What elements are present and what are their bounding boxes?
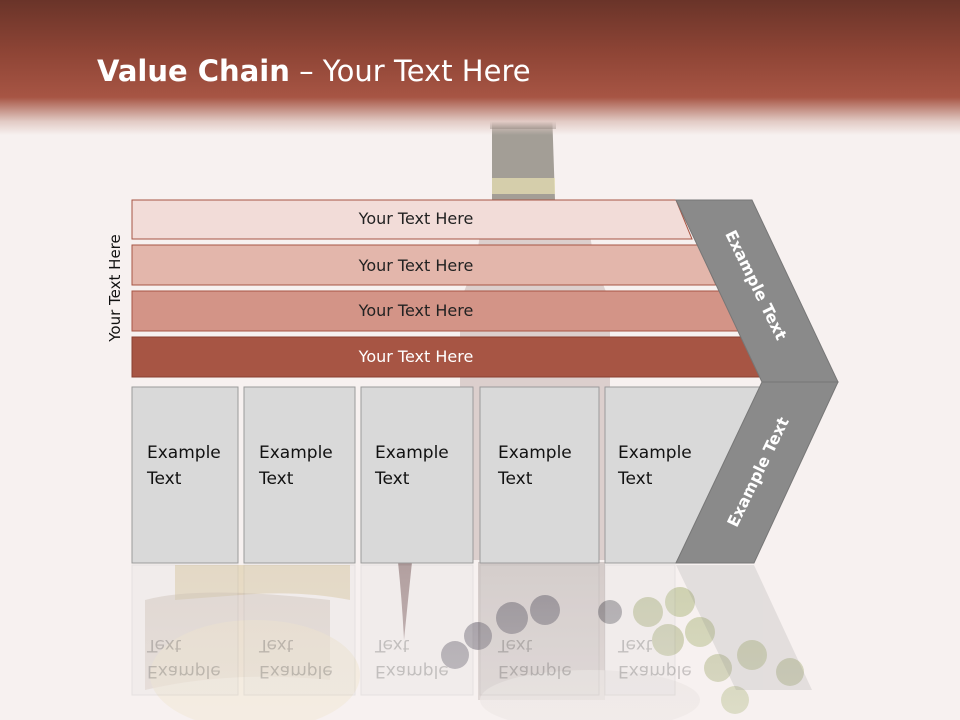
- header-band: [0, 0, 960, 135]
- band-1-label: Your Text Here: [358, 209, 474, 228]
- band-1: [131, 199, 693, 240]
- band-3-label: Your Text Here: [358, 301, 474, 320]
- title-bold: Value Chain: [97, 54, 290, 88]
- box-1: [131, 386, 239, 564]
- box-4: [479, 386, 600, 564]
- band-4-label: Your Text Here: [358, 347, 474, 366]
- box-3: [360, 386, 474, 564]
- band-2-label: Your Text Here: [358, 256, 474, 275]
- chevron-lower: [675, 381, 839, 564]
- box-2: [243, 386, 356, 564]
- title-rest: – Your Text Here: [289, 54, 531, 88]
- slide-title: Value Chain – Your Text Here: [97, 54, 531, 88]
